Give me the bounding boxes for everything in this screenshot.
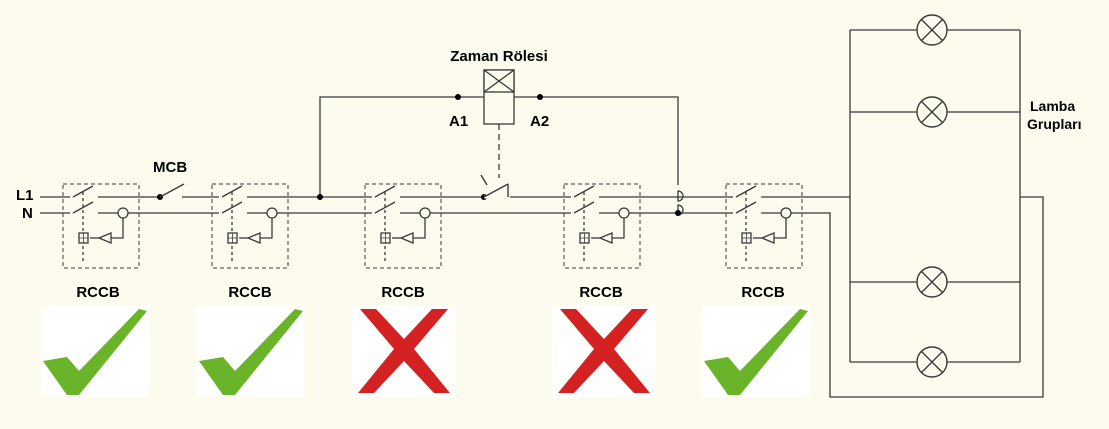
n-wire [40, 196, 1044, 398]
lamp-frame [849, 29, 1021, 363]
cross-icon [552, 305, 656, 397]
l1-label: L1 [16, 187, 34, 204]
rccb-module [62, 183, 140, 269]
rccb-module [211, 183, 289, 269]
relay-a2-wire [514, 96, 679, 185]
a1-label: A1 [449, 113, 468, 130]
mcb-switch [159, 183, 185, 198]
check-icon [41, 305, 149, 397]
lamp-group-label-1: Lamba [1030, 98, 1075, 114]
junction-dot [317, 194, 323, 200]
cross-icon [352, 305, 456, 397]
rccb-module [725, 183, 803, 269]
rccb-module [364, 183, 442, 269]
relay-contact [480, 174, 510, 199]
relay-coil [483, 69, 515, 125]
check-icon [702, 305, 810, 397]
rccb-label: RCCB [381, 284, 424, 301]
lamp-icon [916, 346, 948, 378]
rccb-label: RCCB [579, 284, 622, 301]
rccb-label: RCCB [76, 284, 119, 301]
junction-dot [675, 210, 681, 216]
lamp-group-label-2: Grupları [1027, 116, 1081, 132]
lamps [916, 14, 948, 378]
relay-a1-wire [319, 96, 484, 197]
l1-wire-end [508, 190, 850, 202]
a1-dot [455, 94, 461, 100]
rccb-module [563, 183, 641, 269]
wires [40, 29, 1044, 398]
lamp-icon [916, 96, 948, 128]
n-label: N [22, 205, 33, 222]
lamp-icon [916, 14, 948, 46]
lamp-icon [916, 266, 948, 298]
status-marks [41, 305, 810, 397]
rccb-modules [62, 183, 803, 269]
a2-dot [537, 94, 543, 100]
a2-label: A2 [530, 113, 549, 130]
rccb-label: RCCB [741, 284, 784, 301]
rccb-label: RCCB [228, 284, 271, 301]
check-icon [197, 305, 305, 397]
mcb-label: MCB [153, 159, 187, 176]
relay-label: Zaman Rölesi [450, 48, 548, 65]
